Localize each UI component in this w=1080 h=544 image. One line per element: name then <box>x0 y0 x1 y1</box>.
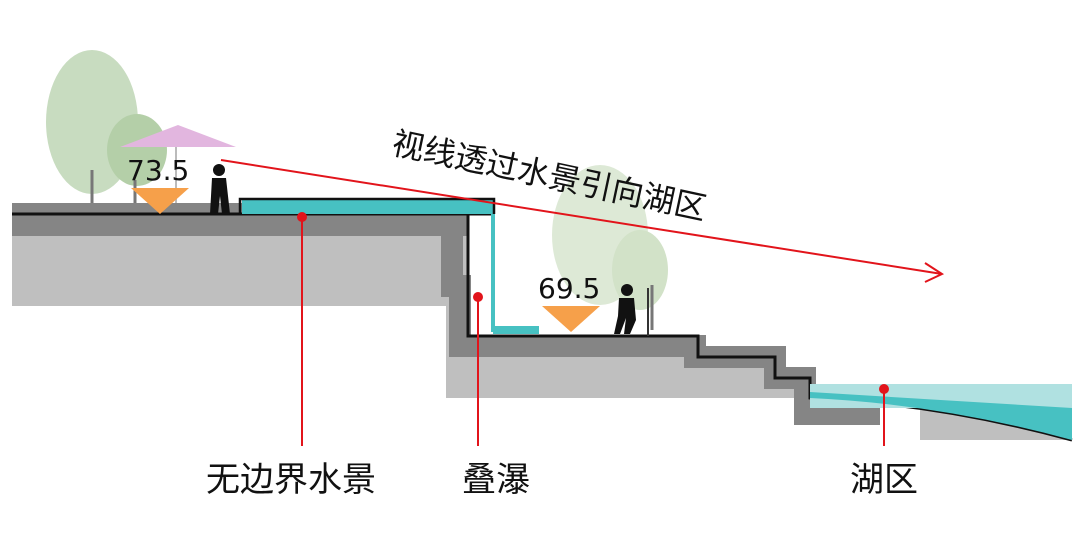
tree-small <box>107 114 167 186</box>
elevation-marker-upper-icon <box>131 188 189 214</box>
dot-lake <box>879 384 889 394</box>
callout-dots <box>297 212 889 394</box>
callout-infinity-pool: 无边界水景 <box>206 460 376 500</box>
umbrella <box>120 125 236 213</box>
people <box>210 164 636 334</box>
lake-water <box>810 392 1072 440</box>
sightline-arrowhead-icon <box>924 262 945 283</box>
elevation-marker-lower-icon <box>542 306 600 332</box>
elevation-upper: 73.5 <box>127 154 190 187</box>
cascade-basin <box>493 326 539 334</box>
callout-lake: 湖区 <box>850 460 918 500</box>
sightline <box>220 159 945 283</box>
elevation-lower: 69.5 <box>538 272 601 305</box>
callout-cascade: 叠瀑 <box>462 460 530 500</box>
sightline-arrow <box>220 159 943 275</box>
umbrella-canopy-icon <box>120 125 236 147</box>
person-standing-icon <box>210 164 230 214</box>
person-walking-icon <box>614 284 636 334</box>
upper-slab <box>12 214 468 236</box>
infinity-pool-edge <box>238 197 496 214</box>
dot-cascade <box>473 292 483 302</box>
dot-infinity-pool <box>297 212 307 222</box>
water <box>238 197 1072 440</box>
elevation-markers <box>131 188 600 332</box>
infinity-pool-water <box>242 200 494 214</box>
cascade-water <box>491 214 495 332</box>
callout-leaders <box>301 217 885 446</box>
